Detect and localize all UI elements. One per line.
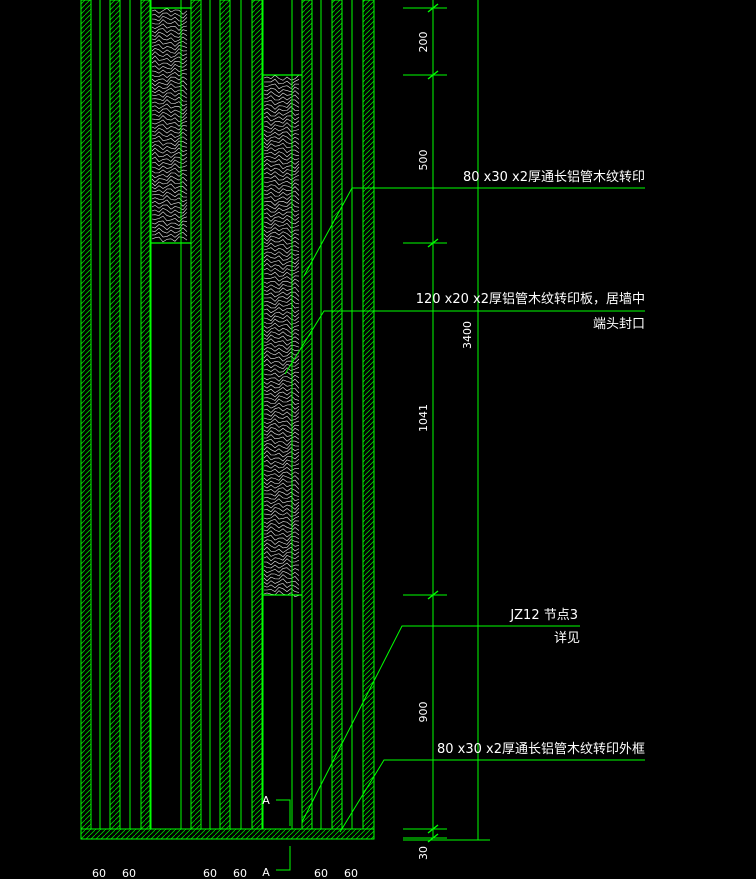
tube-wall xyxy=(190,0,202,830)
tube-wall xyxy=(251,0,264,830)
bottom-sill xyxy=(80,828,375,840)
wood-grain-panels xyxy=(150,7,303,597)
dim-tick xyxy=(427,238,439,248)
dim-30: 30 xyxy=(417,846,430,860)
leader-lines xyxy=(276,187,645,871)
dim-bottom-60: 60 xyxy=(233,867,247,879)
callout-plate-120x20: 120 x20 x2厚铝管木纹转印板，居墙中 xyxy=(416,292,645,307)
section-cut-bottom xyxy=(276,846,291,871)
dim-bottom-60: 60 xyxy=(122,867,136,879)
dim-900: 900 xyxy=(417,702,430,723)
tube-wall xyxy=(362,0,375,830)
leader xyxy=(284,310,645,375)
dim-total-3400: 3400 xyxy=(461,321,474,349)
tube-wall xyxy=(80,0,92,830)
wood-grain-lines xyxy=(263,74,300,597)
dim-200: 200 xyxy=(417,32,430,53)
dim-bottom-60: 60 xyxy=(203,867,217,879)
dim-tick xyxy=(427,70,439,80)
dim-tick xyxy=(427,824,439,834)
frame-outlines xyxy=(99,0,353,829)
callout-tube-80x30: 80 x30 x2厚通长铝管木纹转印 xyxy=(463,170,645,185)
tube-wall xyxy=(109,0,121,830)
section-mark-a-top: A xyxy=(262,794,270,807)
tube-wall xyxy=(331,0,343,830)
leader xyxy=(339,759,645,833)
dim-1041: 1041 xyxy=(417,404,430,432)
callout-outer-frame: 80 x30 x2厚通长铝管木纹转印外框 xyxy=(437,742,645,757)
dim-tick xyxy=(427,590,439,600)
aluminium-tube-sections xyxy=(80,0,375,840)
callout-plate-120x20-line2: 端头封口 xyxy=(593,317,645,332)
section-cut-top xyxy=(276,799,291,826)
dim-bottom-60: 60 xyxy=(314,867,328,879)
dim-bottom-60: 60 xyxy=(344,867,358,879)
tube-wall xyxy=(219,0,231,830)
section-mark-a-bottom: A xyxy=(262,866,270,879)
callout-jz12-node-line2: 详见 xyxy=(554,631,580,646)
dim-bottom-60: 60 xyxy=(92,867,106,879)
callout-jz12-node: JZ12 节点3 xyxy=(509,608,578,623)
dimension-lines xyxy=(403,0,490,843)
dim-tick xyxy=(427,833,439,843)
tube-wall xyxy=(301,0,313,830)
dim-500: 500 xyxy=(417,150,430,171)
dim-tick xyxy=(427,3,439,13)
leader xyxy=(303,187,645,277)
wood-grain-lines xyxy=(151,7,188,243)
leader xyxy=(301,625,580,823)
